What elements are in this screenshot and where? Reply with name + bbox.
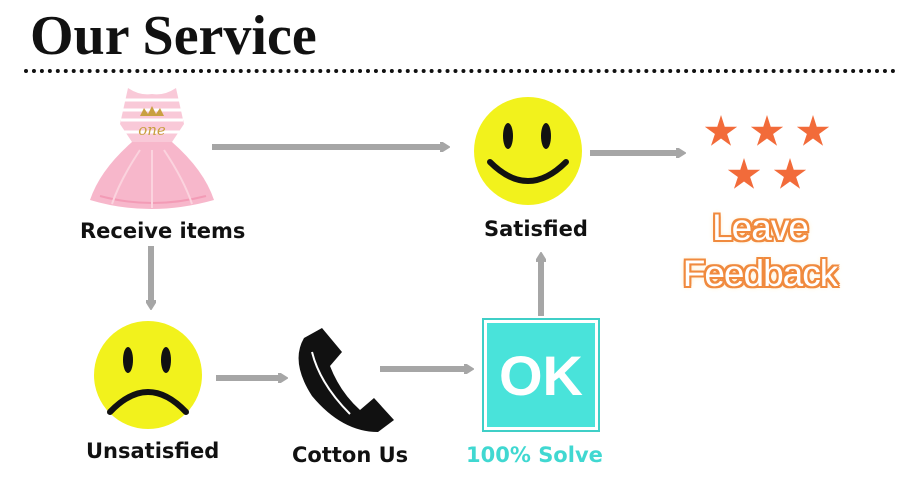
receive-items-label: Receive items: [80, 219, 246, 243]
star-icon: [796, 115, 830, 146]
unsatisfied-label: Unsatisfied: [86, 439, 220, 463]
sad-face-icon: [94, 321, 202, 429]
dress-illustration: one: [90, 88, 214, 209]
page-title: Our Service: [30, 5, 317, 67]
dress-text: one: [138, 121, 166, 139]
star-icon: [704, 115, 738, 146]
happy-face-icon: [474, 97, 582, 205]
dotted-divider: [24, 69, 896, 73]
star-icon: [773, 158, 807, 189]
phone-icon: [298, 328, 394, 432]
star-icon: [750, 115, 784, 146]
star-icon: [727, 158, 761, 189]
ok-badge: OK: [482, 318, 600, 432]
solve-label: 100% Solve: [466, 443, 603, 467]
leave-feedback-line2: Feedback: [682, 253, 839, 294]
satisfied-label: Satisfied: [484, 217, 588, 241]
stars-rating-icon: [704, 115, 830, 189]
leave-feedback-line1: Leave: [712, 207, 809, 248]
contact-label: Cotton Us: [292, 443, 409, 467]
